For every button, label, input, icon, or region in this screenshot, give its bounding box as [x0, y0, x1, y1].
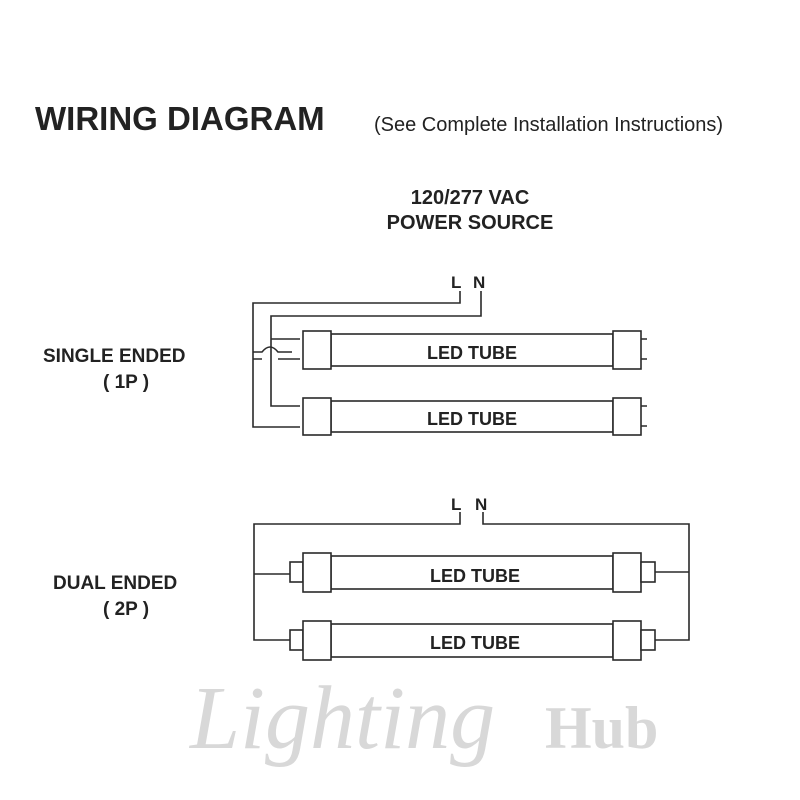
dual-live-wire — [253, 512, 461, 641]
led-tube: LED TUBE — [302, 330, 647, 370]
page-title: WIRING DIAGRAM — [35, 100, 325, 137]
power-source-line1: 120/277 VAC — [411, 187, 530, 209]
dual-ended-sublabel: ( 2P ) — [103, 599, 149, 620]
single-live-wire — [252, 291, 461, 428]
power-source-line2: POWER SOURCE — [387, 212, 554, 234]
led-tube: LED TUBE — [302, 397, 647, 436]
single-neutral-wire — [270, 291, 482, 407]
single-ended-section: SINGLE ENDED ( 1P ) L N LED TUBE LED TUB… — [43, 273, 647, 436]
led-tube: LED TUBE — [289, 620, 656, 661]
watermark-line2: Hub — [545, 695, 658, 761]
dual-neutral-wire — [482, 512, 690, 641]
dual-ended-section: DUAL ENDED ( 2P ) L N LED TUBE LED TUBE — [53, 495, 690, 661]
led-tube: LED TUBE — [289, 552, 656, 593]
single-ended-label: SINGLE ENDED — [43, 346, 186, 367]
watermark-line1: Lighting — [188, 669, 495, 768]
dual-live-label: L — [451, 495, 461, 514]
single-live-label: L — [451, 273, 461, 292]
led-tube-label: LED TUBE — [430, 633, 520, 653]
dual-ended-label: DUAL ENDED — [53, 573, 177, 594]
single-ended-sublabel: ( 1P ) — [103, 372, 149, 393]
led-tube-label: LED TUBE — [430, 566, 520, 586]
page-subtitle: (See Complete Installation Instructions) — [374, 114, 723, 136]
dual-neutral-label: N — [475, 495, 487, 514]
led-tube-label: LED TUBE — [427, 409, 517, 429]
watermark: Lighting Hub — [188, 669, 658, 768]
led-tube-label: LED TUBE — [427, 343, 517, 363]
single-neutral-label: N — [473, 273, 485, 292]
